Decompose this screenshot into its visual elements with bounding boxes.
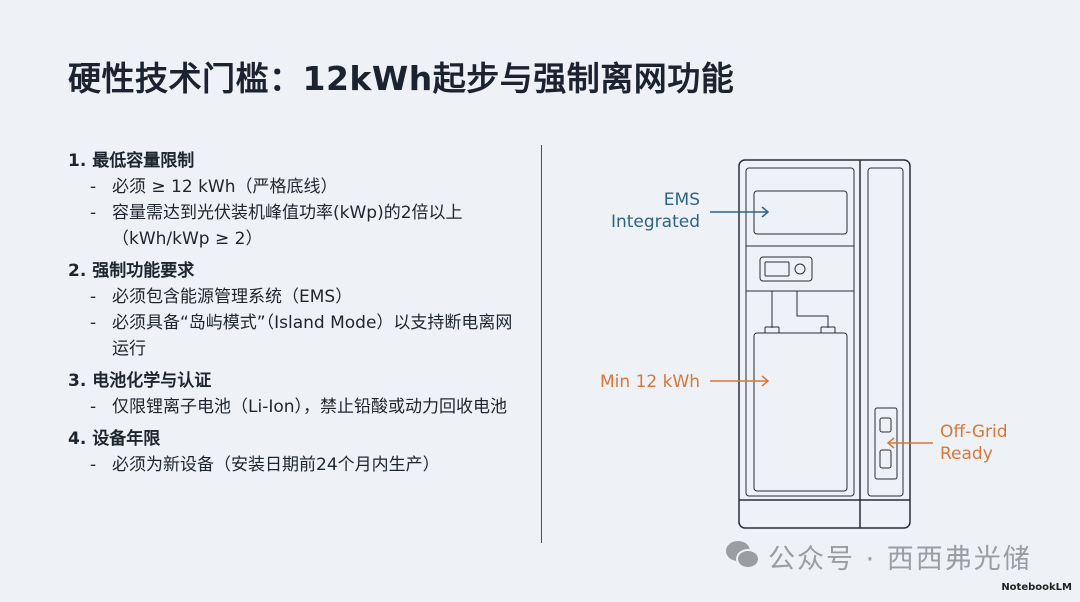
list-item: -容量需达到光伏装机峰值功率(kWp)的2倍以上（kWh/kWp ≥ 2）	[90, 203, 463, 249]
section-heading: 4. 设备年限	[68, 429, 161, 449]
ems-label: EMS Integrated	[610, 190, 700, 232]
list-item: -必须 ≥ 12 kWh（严格底线）	[90, 177, 338, 197]
list-item: -仅限锂离子电池（Li-Ion），禁止铅酸或动力回收电池	[90, 397, 508, 417]
requirements-list: 1. 最低容量限制 -必须 ≥ 12 kWh（严格底线） -容量需达到光伏装机峰…	[68, 148, 518, 478]
wechat-icon	[726, 541, 760, 569]
capacity-arrow-icon	[710, 375, 770, 387]
offgrid-label: Off-Grid Ready	[940, 422, 1008, 464]
section-heading: 2. 强制功能要求	[68, 261, 195, 281]
notebooklm-logo: NotebookLM	[1001, 582, 1072, 593]
section-heading: 1. 最低容量限制	[68, 151, 195, 171]
list-item: -必须为新设备（安装日期前24个月内生产）	[90, 455, 440, 475]
section-heading: 3. 电池化学与认证	[68, 371, 212, 391]
list-item: -必须包含能源管理系统（EMS）	[90, 287, 353, 307]
capacity-label: Min 12 kWh	[600, 372, 701, 392]
ems-arrow-icon	[710, 206, 770, 218]
page-title: 硬性技术门槛：12kWh起步与强制离网功能	[68, 59, 735, 98]
list-item: -必须具备“岛屿模式”（Island Mode）以支持断电离网运行	[90, 313, 513, 359]
watermark: 公众号 · 西西弗光储	[768, 544, 1032, 575]
offgrid-arrow-icon	[886, 437, 933, 449]
divider	[541, 145, 542, 543]
